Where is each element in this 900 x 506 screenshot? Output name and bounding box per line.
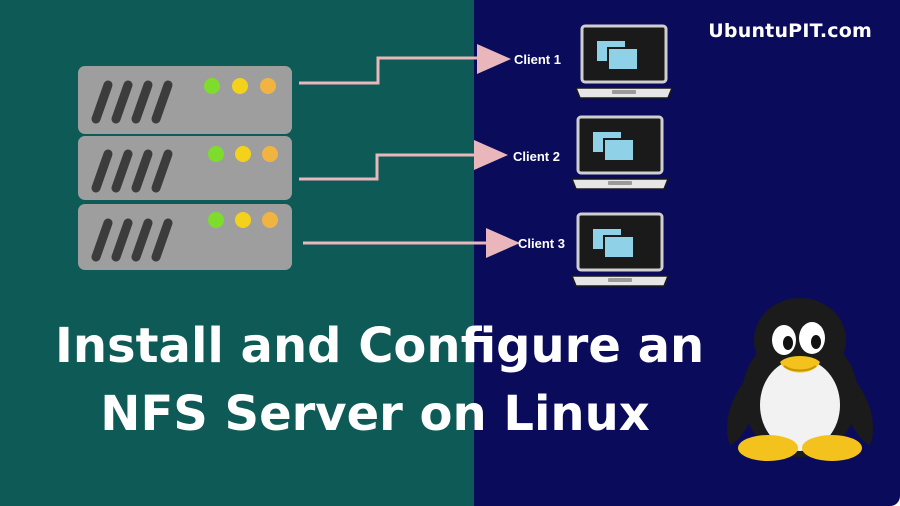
client-1-label: Client 1 xyxy=(514,52,561,67)
client-2-label: Client 2 xyxy=(513,149,560,164)
connection-line-2 xyxy=(299,153,474,181)
server-unit-1 xyxy=(78,66,292,134)
server-rack-icon xyxy=(78,66,292,270)
title-line-2: NFS Server on Linux xyxy=(100,386,650,442)
led-green-icon xyxy=(204,78,220,94)
title-line-1: Install and Configure an xyxy=(55,318,705,374)
laptop-icon xyxy=(570,115,670,190)
brand-label: UbuntuPIT.com xyxy=(708,20,872,42)
laptop-icon xyxy=(574,24,674,99)
led-yellow-icon xyxy=(235,212,251,228)
server-unit-2 xyxy=(78,136,292,200)
led-orange-icon xyxy=(262,212,278,228)
laptop-icon xyxy=(570,212,670,287)
arrowhead-icon xyxy=(486,228,520,258)
arrowhead-icon xyxy=(474,140,508,170)
led-green-icon xyxy=(208,146,224,162)
server-unit-3 xyxy=(78,204,292,270)
connection-line-1 xyxy=(299,56,478,85)
client-3-label: Client 3 xyxy=(518,236,565,251)
led-yellow-icon xyxy=(235,146,251,162)
arrowhead-icon xyxy=(477,44,511,74)
led-orange-icon xyxy=(262,146,278,162)
page-title: Install and Configure an NFS Server on L… xyxy=(55,312,705,448)
tux-penguin-icon xyxy=(726,298,874,461)
led-green-icon xyxy=(208,212,224,228)
led-orange-icon xyxy=(260,78,276,94)
led-yellow-icon xyxy=(232,78,248,94)
